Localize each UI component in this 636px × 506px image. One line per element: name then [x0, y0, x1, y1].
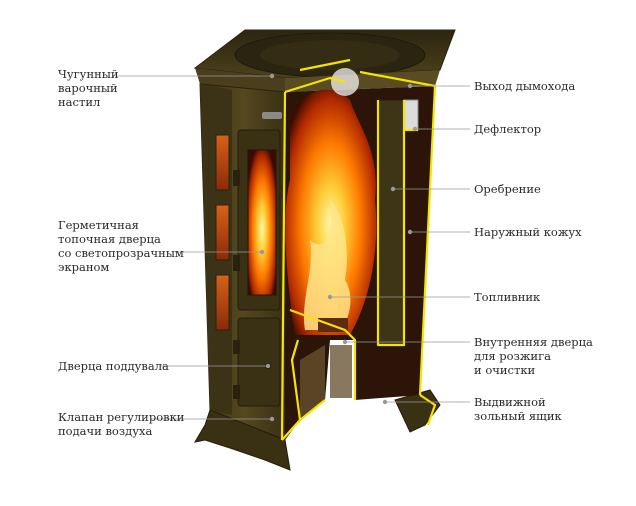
leader-lines: [115, 73, 470, 422]
label-inner-door: Внутренняя дверца для розжига и очистки: [474, 335, 593, 377]
label-outer-casing: Наружный кожух: [474, 225, 582, 239]
label-cooktop: Чугунный варочный настил: [58, 67, 119, 109]
stove-body-left: [199, 83, 286, 441]
label-ribbing: Оребрение: [474, 182, 541, 196]
label-air-valve: Клапан регулировки подачи воздуха: [58, 410, 185, 438]
label-ash-door: Дверца поддувала: [58, 359, 169, 373]
label-ash-box: Выдвижной зольный ящик: [474, 395, 562, 423]
cooktop-plate: [193, 29, 456, 92]
label-firebox-door: Герметичная топочная дверца со светопроз…: [58, 218, 184, 274]
cutaway-interior: [285, 68, 435, 440]
label-chimney: Выход дымохода: [474, 79, 576, 93]
label-deflector: Дефлектор: [474, 122, 542, 136]
label-firebox: Топливник: [474, 290, 541, 304]
